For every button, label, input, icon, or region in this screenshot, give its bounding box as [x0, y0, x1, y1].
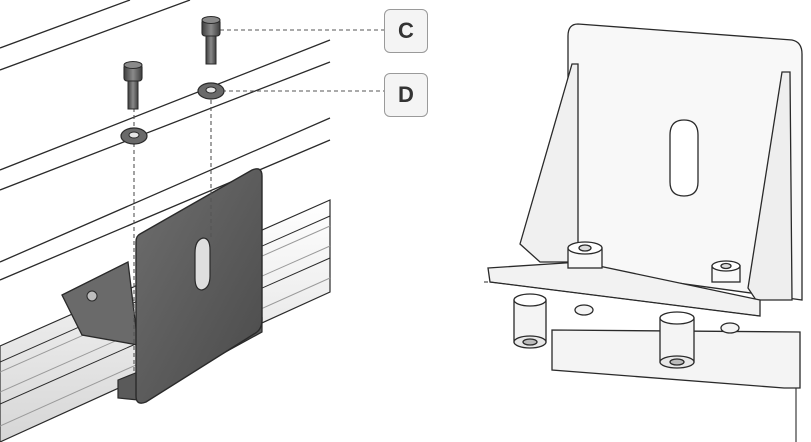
- alignment-lines: [133, 29, 384, 376]
- bolt-stub-2: [720, 322, 740, 334]
- bolt-left: [123, 61, 143, 110]
- nut-2: [659, 311, 695, 369]
- washer-d: [197, 82, 225, 100]
- frame-lines: [0, 0, 331, 281]
- washer-left: [120, 127, 148, 145]
- bracket-left: [61, 168, 263, 404]
- callout-c: C: [384, 9, 428, 53]
- exploded-view: [0, 0, 384, 442]
- bolt-c: [201, 16, 221, 65]
- flange-hole: [86, 290, 98, 302]
- assembled-view: [484, 23, 803, 442]
- bolt-head-1: [567, 241, 603, 269]
- callout-c-label: C: [398, 18, 414, 43]
- callout-d: D: [384, 73, 428, 117]
- slot: [669, 119, 699, 197]
- bolt-head-2: [711, 260, 741, 283]
- nut-1: [513, 293, 547, 349]
- callout-d-label: D: [398, 82, 414, 107]
- side-wall-left: [519, 63, 579, 263]
- side-wall-right: [747, 71, 793, 301]
- base-flange: [487, 261, 761, 317]
- bolt-stub-1: [574, 304, 594, 316]
